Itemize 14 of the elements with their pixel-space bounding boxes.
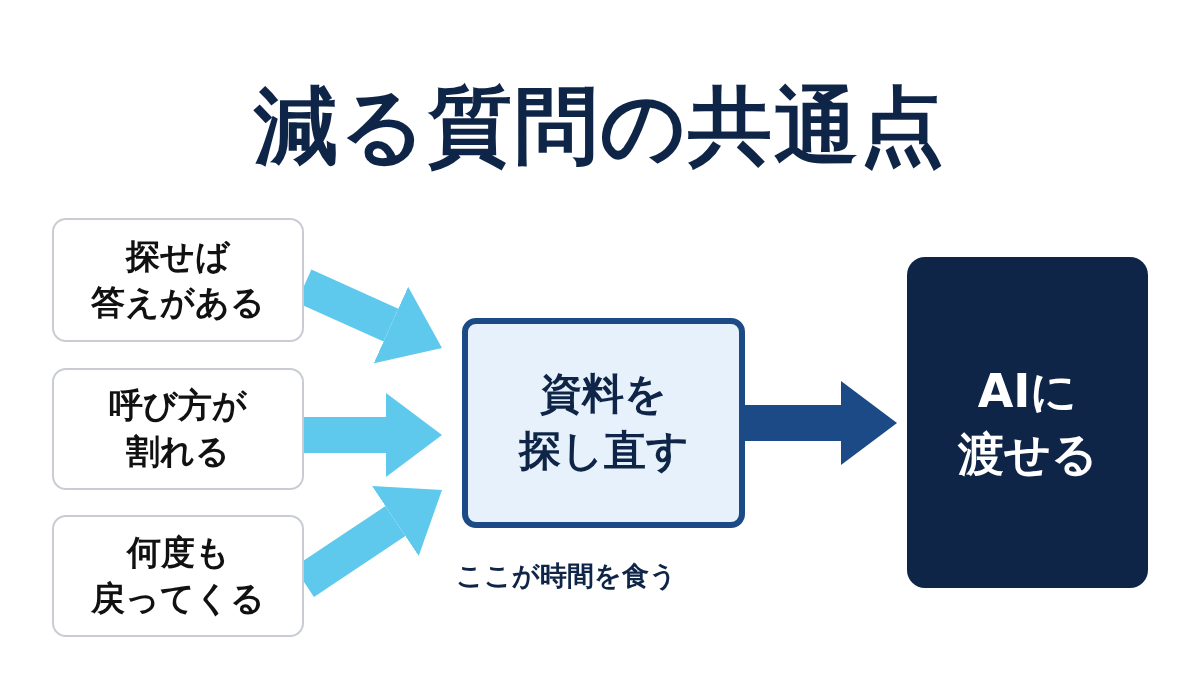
title: 減る質問の共通点 — [252, 76, 947, 177]
cause-box — [52, 368, 304, 490]
arrow — [304, 393, 442, 477]
node-label: 資料を探し直す — [518, 368, 689, 477]
node-caption: ここが時間を食う — [456, 559, 677, 593]
node-label: 呼び方が割れる — [109, 384, 247, 473]
cause-box — [52, 218, 304, 342]
arrow — [745, 381, 897, 465]
result-box — [907, 257, 1148, 588]
node-label: 探せば答えがある — [91, 235, 265, 324]
node-label: 何度も戻ってくる — [91, 531, 265, 620]
process-box — [462, 318, 745, 528]
cause-box — [52, 515, 304, 637]
node-label: AIに渡せる — [957, 363, 1098, 483]
